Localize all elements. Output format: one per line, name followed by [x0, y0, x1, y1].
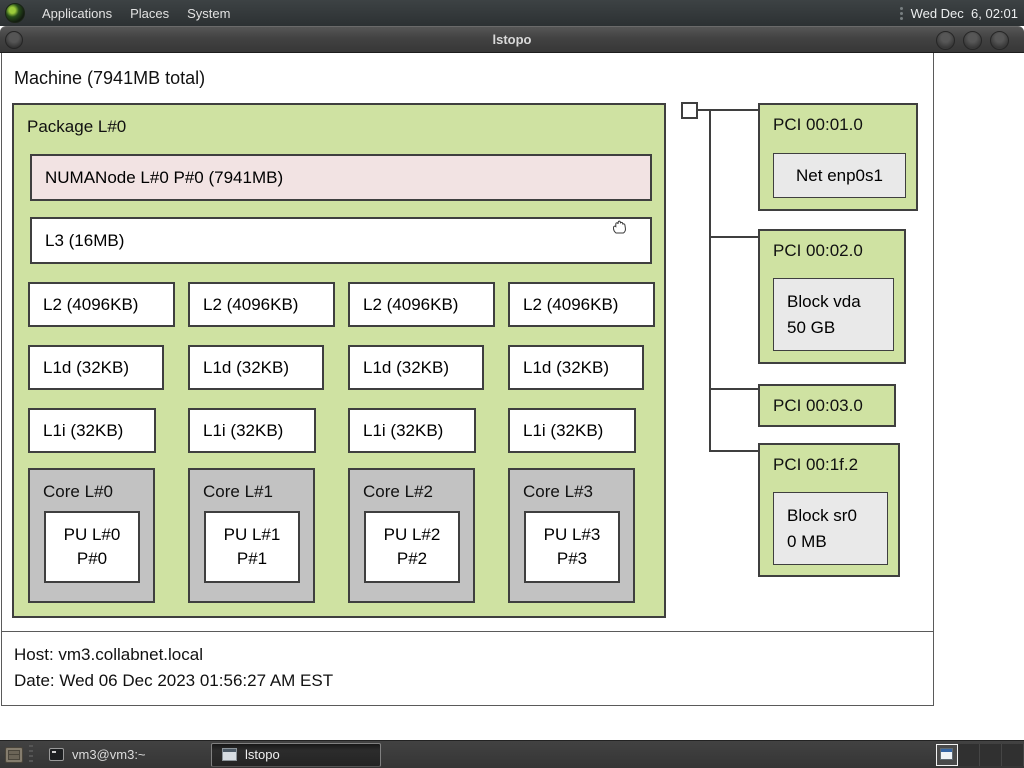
- task-label: lstopo: [245, 747, 280, 762]
- taskbar: vm3@vm3:~ lstopo: [0, 740, 1024, 768]
- core-label: Core L#3: [523, 482, 593, 501]
- pu-physical: P#3: [556, 549, 588, 568]
- maximize-button[interactable]: [963, 31, 982, 50]
- pu-box: PU L#2 P#2: [364, 511, 460, 583]
- core-label: Core L#2: [363, 482, 433, 501]
- notification-dots-icon[interactable]: [899, 6, 903, 20]
- pu-physical: P#0: [76, 549, 108, 568]
- package-box: Package L#0 NUMANode L#0 P#0 (7941MB) L3…: [12, 103, 666, 618]
- clock[interactable]: Wed Dec 6, 02:01: [910, 5, 1018, 21]
- window-menu-icon[interactable]: [5, 31, 23, 49]
- pci-label: PCI 00:01.0: [773, 115, 863, 134]
- l1d-cache-box: L1d (32KB): [188, 345, 324, 390]
- core-label: Core L#0: [43, 482, 113, 501]
- workspace-2[interactable]: [958, 743, 980, 766]
- pu-logical: PU L#0: [63, 525, 121, 544]
- pu-logical: PU L#2: [383, 525, 441, 544]
- file-drawer-icon[interactable]: [5, 746, 23, 763]
- pu-physical: P#1: [236, 549, 268, 568]
- pci-trunk-line: [709, 109, 711, 452]
- pci-connector-line: [709, 388, 758, 390]
- numanode-box: NUMANode L#0 P#0 (7941MB): [30, 154, 652, 201]
- core-box: Core L#3 PU L#3 P#3: [508, 468, 635, 603]
- l2-cache-box: L2 (4096KB): [348, 282, 495, 327]
- menu-system[interactable]: System: [187, 5, 231, 21]
- pu-box: PU L#3 P#3: [524, 511, 620, 583]
- mini-window-icon: [940, 747, 953, 760]
- l1i-cache-box: L1i (32KB): [508, 408, 636, 453]
- terminal-icon: [49, 748, 64, 761]
- pci-box: PCI 00:03.0: [758, 384, 896, 427]
- l1i-cache-box: L1i (32KB): [28, 408, 156, 453]
- l3-cache-box: L3 (16MB): [30, 217, 652, 264]
- net-device-box: Net enp0s1: [773, 153, 906, 198]
- menu-applications[interactable]: Applications: [42, 5, 113, 21]
- machine-label: Machine (7941MB total): [14, 68, 206, 88]
- workspace-1[interactable]: [936, 743, 958, 766]
- block-device-size: 50 GB: [787, 317, 836, 337]
- l1d-cache-box: L1d (32KB): [28, 345, 164, 390]
- hostbridge-box: [681, 102, 698, 119]
- workspace-4[interactable]: [1002, 743, 1024, 766]
- l2-cache-box: L2 (4096KB): [188, 282, 335, 327]
- l2-cache-box: L2 (4096KB): [28, 282, 175, 327]
- pci-box: PCI 00:01.0 Net enp0s1: [758, 103, 918, 211]
- net-device-name: Net enp0s1: [796, 165, 883, 185]
- close-button[interactable]: [990, 31, 1009, 50]
- task-label: vm3@vm3:~: [72, 747, 146, 762]
- canvas-left-border: [1, 53, 2, 706]
- pu-logical: PU L#1: [223, 525, 281, 544]
- l1d-cache-box: L1d (32KB): [508, 345, 644, 390]
- pci-box: PCI 00:1f.2 Block sr0 0 MB: [758, 443, 900, 577]
- pci-label: PCI 00:1f.2: [773, 455, 859, 474]
- core-box: Core L#2 PU L#2 P#2: [348, 468, 475, 603]
- pci-label: PCI 00:02.0: [773, 241, 863, 260]
- tasklist-handle[interactable]: [29, 744, 33, 765]
- pci-box: PCI 00:02.0 Block vda 50 GB: [758, 229, 906, 364]
- workspace-3[interactable]: [980, 743, 1002, 766]
- pci-label: PCI 00:03.0: [773, 395, 863, 415]
- pu-box: PU L#0 P#0: [44, 511, 140, 583]
- pci-connector-line: [709, 236, 758, 238]
- canvas-right-border: [933, 53, 934, 706]
- minimize-button[interactable]: [936, 31, 955, 50]
- core-box: Core L#0 PU L#0 P#0: [28, 468, 155, 603]
- top-panel: Applications Places System Wed Dec 6, 02…: [0, 0, 1024, 26]
- legend-divider: [1, 631, 934, 632]
- pci-connector-line: [709, 450, 758, 452]
- distro-logo-icon[interactable]: [5, 3, 25, 23]
- menu-places[interactable]: Places: [130, 5, 170, 21]
- lstopo-canvas: Machine (7941MB total) Package L#0 NUMAN…: [0, 53, 1024, 740]
- l2-cache-box: L2 (4096KB): [508, 282, 655, 327]
- block-device-name: Block vda: [787, 291, 861, 311]
- workspace-switcher: [936, 743, 1024, 766]
- block-device-box: Block sr0 0 MB: [773, 492, 888, 565]
- window-title: lstopo: [492, 32, 532, 47]
- task-button-lstopo[interactable]: lstopo: [211, 742, 381, 767]
- task-button-terminal[interactable]: vm3@vm3:~: [39, 743, 205, 767]
- core-box: Core L#1 PU L#1 P#1: [188, 468, 315, 603]
- pu-box: PU L#1 P#1: [204, 511, 300, 583]
- window-icon: [222, 748, 237, 761]
- core-label: Core L#1: [203, 482, 273, 501]
- window-titlebar[interactable]: lstopo: [0, 26, 1024, 53]
- hand-cursor: [612, 220, 626, 234]
- l1i-cache-box: L1i (32KB): [348, 408, 476, 453]
- pci-connector-line: [697, 109, 758, 111]
- block-device-box: Block vda 50 GB: [773, 278, 894, 351]
- l1d-cache-box: L1d (32KB): [348, 345, 484, 390]
- legend-date: Date: Wed 06 Dec 2023 01:56:27 AM EST: [14, 671, 334, 690]
- l1i-cache-box: L1i (32KB): [188, 408, 316, 453]
- block-device-size: 0 MB: [787, 531, 827, 551]
- pu-physical: P#2: [396, 549, 428, 568]
- pu-logical: PU L#3: [543, 525, 601, 544]
- canvas-bottom-border: [1, 705, 934, 706]
- package-label: Package L#0: [27, 117, 127, 136]
- block-device-name: Block sr0: [787, 505, 857, 525]
- legend-host: Host: vm3.collabnet.local: [14, 645, 203, 664]
